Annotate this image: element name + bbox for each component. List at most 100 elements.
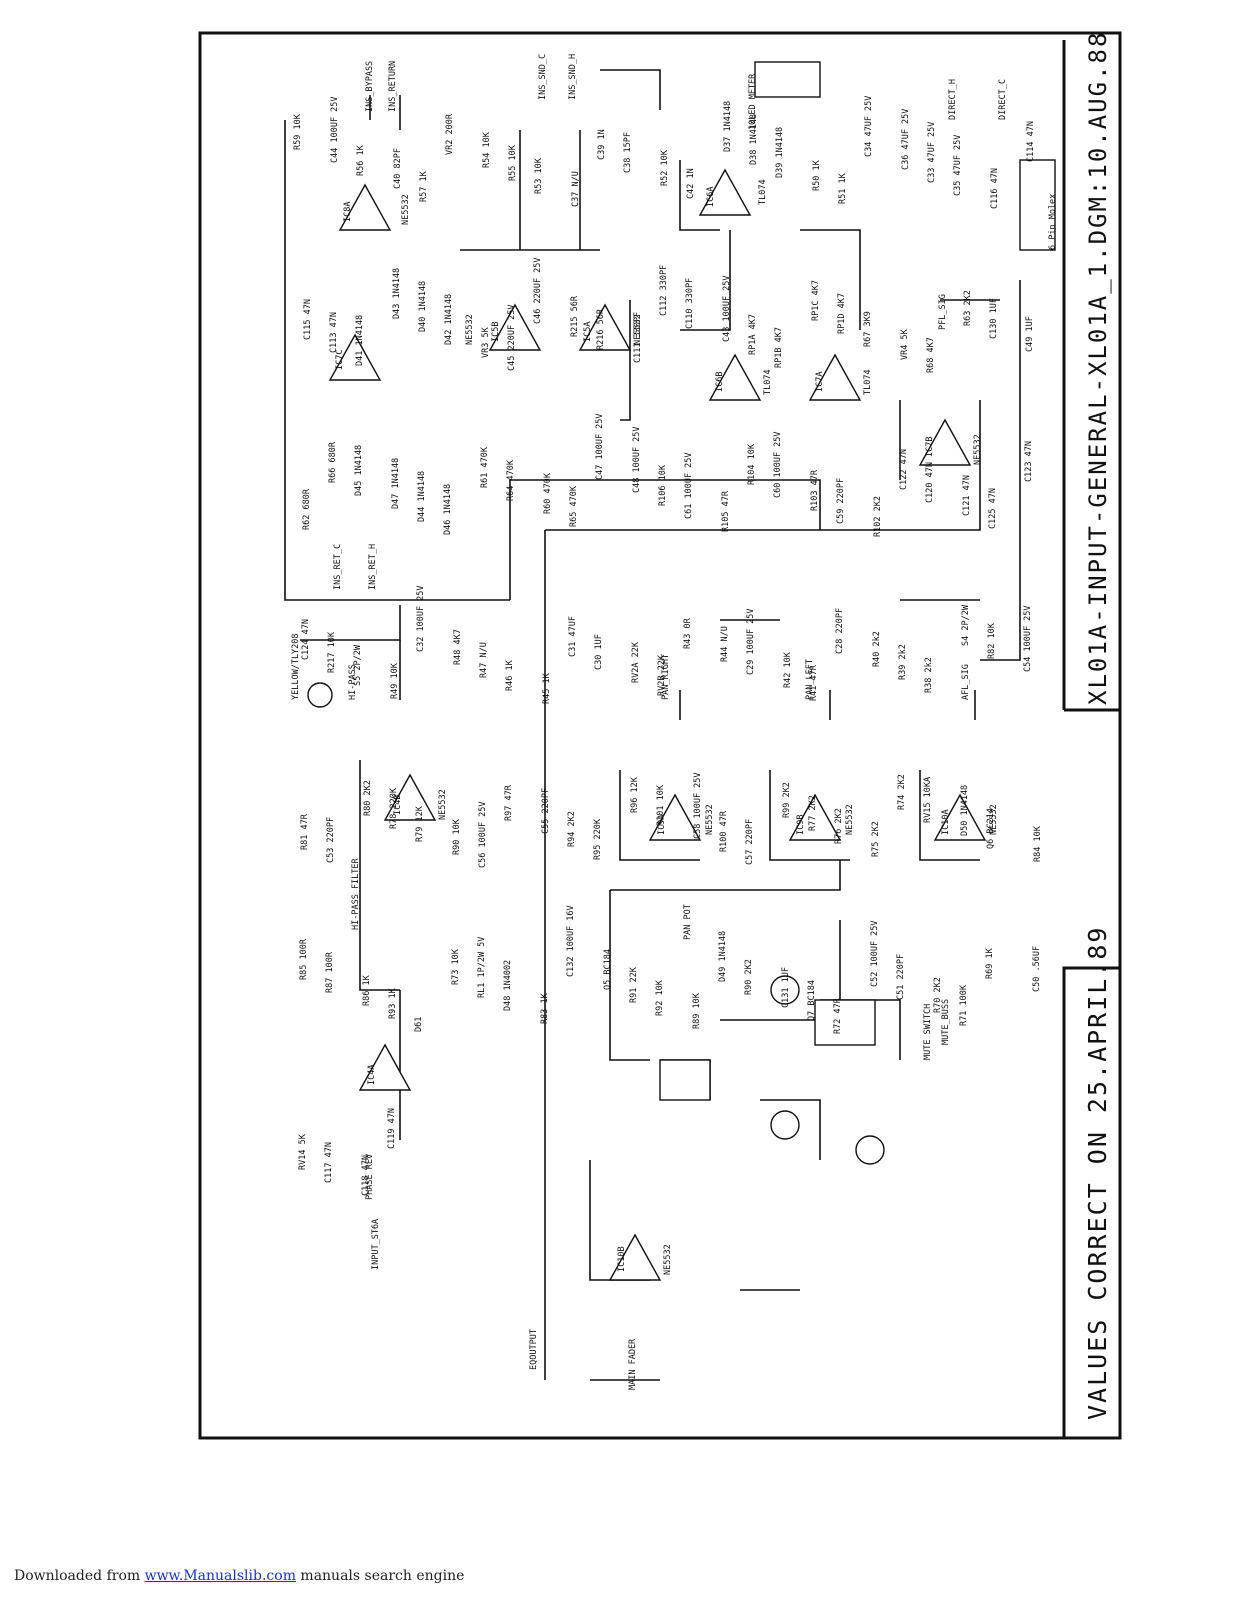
component-r38: R38 2k2 (924, 657, 934, 693)
net-pan-left: PAN_LEFT (805, 659, 815, 700)
component-r59: R59 10K (293, 113, 303, 150)
component-r76: R76 2K2 (834, 808, 844, 844)
blocks (307, 61, 1056, 1165)
component-r49: R49 10K (390, 662, 400, 699)
component-r93: R93 1K (388, 987, 398, 1019)
opamp-ic6a (488, 303, 542, 351)
net-direct-h: DIRECT_H (948, 79, 958, 120)
opamp-type-label: NE5532 (633, 314, 643, 345)
transistor-q6 (770, 975, 800, 1005)
component-c131: C131 1UF (781, 967, 791, 1008)
component-c60: C60 100UF 25V (773, 431, 783, 498)
component-c58: C58 100UF 25V (693, 772, 703, 839)
component-r72: R72 47R (833, 997, 843, 1034)
net-hi-pass: HI-PASS (348, 664, 358, 700)
title-block (1062, 966, 1122, 1440)
transistor-q5 (770, 1110, 800, 1140)
component-d38: D38 1N4148 (749, 114, 759, 165)
component-r86: R86 1K (362, 974, 372, 1006)
component-c32: C32 100UF 25V (416, 585, 426, 652)
component-c110: C110 330PF (685, 278, 695, 329)
component-c61: C61 100UF 25V (684, 452, 694, 519)
footer: Downloaded from www.Manualslib.com manua… (14, 1568, 464, 1584)
component-d39: D39 1N4148 (775, 127, 785, 178)
component-r44: R44 N/U (720, 626, 730, 662)
component-r53: R53 10K (534, 157, 544, 194)
component-c52: C52 100UF 25V (870, 920, 880, 987)
component-r215: R215 56R (570, 295, 580, 337)
opamp-type-label: NE5532 (465, 314, 475, 345)
component-c42: C42 1N (686, 168, 696, 199)
component-c53: C53 220PF (326, 817, 336, 863)
component-r99: R99 2K2 (782, 782, 792, 818)
footer-suffix: manuals search engine (295, 1568, 465, 1584)
component-rp1d: RP1D 4K7 (837, 293, 847, 334)
component-r52: R52 10K (660, 149, 670, 186)
opamp-ic9a (648, 793, 702, 841)
opamp-type-label: TL074 (763, 369, 773, 395)
ic-label-ic6a: IC6A (706, 187, 716, 207)
net-afl-sig: AFL_SIG (961, 664, 971, 700)
opamp-ic9b (788, 793, 842, 841)
component-c123: C123 47N (1024, 441, 1034, 482)
component-c33: C33 47UF 25V (927, 122, 937, 183)
component-r57: R57 1K (419, 170, 429, 202)
component-c122: C122 47N (899, 449, 909, 490)
component-r105: R105 47R (721, 490, 731, 532)
component-d40: D40 1N4148 (418, 281, 428, 332)
component-c124: C124 47N (301, 619, 311, 660)
ic-label-ic10b: IC10B (617, 1246, 627, 1272)
component-c111: C111 330PF (633, 312, 643, 363)
component-r56: R56 1K (356, 144, 366, 176)
component-rv14: RV14 5K (298, 1133, 308, 1170)
ic-label-ic7a: IC7A (815, 372, 825, 392)
component-r96: R96 12K (630, 776, 640, 813)
opamps (328, 168, 987, 1281)
component-c115: C115 47N (303, 299, 313, 340)
ic-label-ic4b: IC4B (393, 795, 403, 815)
component-r77: R77 2K2 (808, 795, 818, 831)
component-r46: R46 1K (505, 659, 515, 691)
component-c132: C132 100UF 16V (566, 905, 576, 977)
component-r97: R97 47R (504, 784, 514, 821)
component-r216: R216 56R (596, 308, 606, 350)
component-c116: C116 47N (990, 168, 1000, 209)
component-d50: D50 1N4148 (960, 785, 970, 836)
net-ins-bypass: INS_BYPASS (365, 61, 375, 112)
component-r73: R73 10K (451, 948, 461, 985)
component-r40: R40 2k2 (872, 631, 882, 667)
net-pan-right: PAN_RIGHT (661, 654, 671, 700)
component-r70: R70 2K2 (933, 977, 943, 1013)
component-q6: Q6 BC214 (986, 808, 996, 849)
component-r43: R43 0R (683, 617, 693, 649)
component-c29: C29 100UF 25V (746, 608, 756, 675)
component-d37: D37 1N4148 (723, 101, 733, 152)
net-ins-ret-c: INS_RET_C (333, 544, 343, 590)
component-r106: R106 10K (658, 464, 668, 506)
opamp-ic4b (383, 773, 437, 821)
component-c125: C125 47N (988, 488, 998, 529)
component-r50: R50 1K (812, 159, 822, 191)
component-r89: R89 10K (692, 992, 702, 1029)
component-rl1: RL1 1P/2W 5V (477, 937, 487, 998)
ic-label-ic9b: IC9B (796, 815, 806, 835)
values-note: VALUES CORRECT ON 25.APRIL.89 (1083, 926, 1112, 1421)
component-c39: C39 1N (597, 129, 607, 160)
component-r66: R66 680R (328, 441, 338, 483)
net-direct-c: DIRECT_C (998, 79, 1008, 120)
relay-rl1 (659, 1059, 711, 1101)
component-c50: C50 .56UF (1032, 946, 1042, 992)
component-r62: R62 680R (302, 488, 312, 530)
component-c38: C38 15PF (623, 132, 633, 173)
net-phase-rev: PHASE REV (365, 1154, 375, 1200)
component-r85: R85 100R (299, 938, 309, 980)
manualslib-link[interactable]: www.Manualslib.com (144, 1568, 296, 1584)
component-r95: R95 220K (593, 818, 603, 860)
component-r94: R94 2K2 (567, 811, 577, 847)
ic-label-ic4a: IC4A (367, 1065, 377, 1085)
component-c114: C114 47N (1026, 121, 1036, 162)
component-c51: C51 220PF (896, 954, 906, 1000)
